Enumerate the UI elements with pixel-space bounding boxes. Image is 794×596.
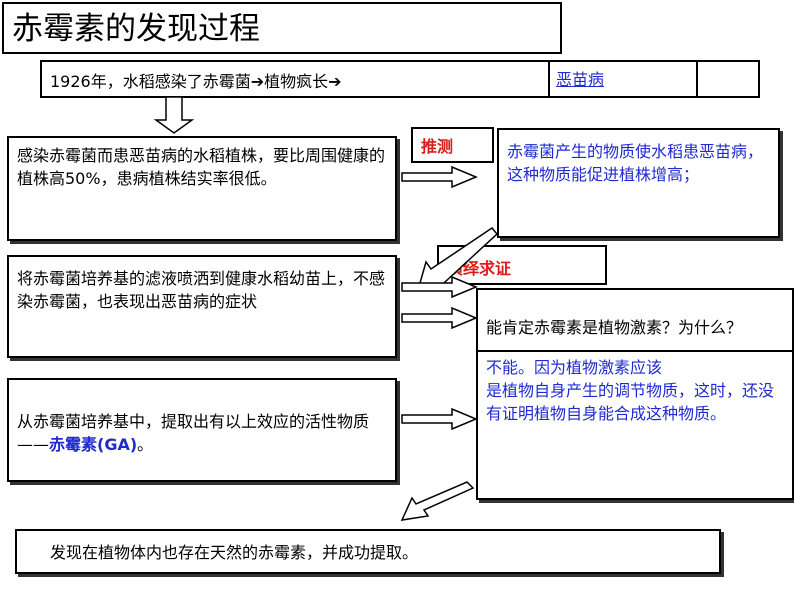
guess-label: 推测 — [411, 127, 494, 163]
answer-line-2: 是植物自身产生的调节物质，这时，还没有证明植物自身能合成这种物质。 — [486, 381, 775, 423]
answer-line-1: 不能。因为植物激素应该 — [486, 358, 663, 377]
guess-box: 赤霉菌产生的物质使水稻患恶苗病，这种物质能促进植株增高； — [497, 128, 780, 238]
conclusion-text: 发现在植物体内也存在天然的赤霉素，并成功提取。 — [50, 543, 419, 562]
page-title: 赤霉素的发现过程 — [2, 2, 562, 54]
extraction-box: 从赤霉菌培养基中，提取出有以上效应的活性物质——赤霉素(GA)。 — [7, 378, 397, 482]
right-arrow-icon — [401, 306, 478, 330]
observation-text-1: 感染赤霉菌而患恶苗病的水稻植株，要比周围健康的植株高50%，患病植株结实率很低。 — [17, 146, 386, 188]
gibberellin-term: 赤霉素(GA) — [49, 435, 138, 454]
observation-text-2: 将赤霉菌培养基的滤液喷洒到健康水稻幼苗上，不感染赤霉菌，也表现出恶苗病的症状 — [17, 269, 386, 311]
extraction-suffix: 。 — [137, 435, 154, 454]
conclusion-box: 发现在植物体内也存在天然的赤霉素，并成功提取。 — [15, 529, 721, 574]
disease-link[interactable]: 恶苗病 — [556, 70, 605, 89]
diagonal-arrow-icon — [400, 481, 475, 521]
right-arrow-icon — [401, 407, 478, 431]
history-text: 1926年，水稻感染了赤霉菌➔植物疯长➔ — [50, 72, 342, 91]
question-box: 能肯定赤霉素是植物激素？为什么？ — [476, 288, 794, 353]
right-arrow-icon — [401, 165, 478, 189]
observation-box-1: 感染赤霉菌而患恶苗病的水稻植株，要比周围健康的植株高50%，患病植株结实率很低。 — [7, 136, 397, 241]
extraction-prefix: 从赤霉菌培养基中，提取出有以上效应的活性物质—— — [17, 412, 370, 454]
down-arrow-icon — [153, 96, 195, 134]
guess-text: 赤霉菌产生的物质使水稻患恶苗病，这种物质能促进植株增高； — [507, 142, 764, 184]
answer-box: 不能。因为植物激素应该 是植物自身产生的调节物质，这时，还没有证明植物自身能合成… — [476, 350, 794, 500]
observation-box-2: 将赤霉菌培养基的滤液喷洒到健康水稻幼苗上，不感染赤霉菌，也表现出恶苗病的症状 — [7, 255, 397, 358]
question-text: 能肯定赤霉素是植物激素？为什么？ — [486, 318, 743, 337]
deduce-label: 演绎求证 — [437, 245, 607, 285]
history-link-cell: 恶苗病 — [548, 60, 698, 98]
history-row: 1926年，水稻感染了赤霉菌➔植物疯长➔ 恶苗病 — [40, 60, 760, 98]
